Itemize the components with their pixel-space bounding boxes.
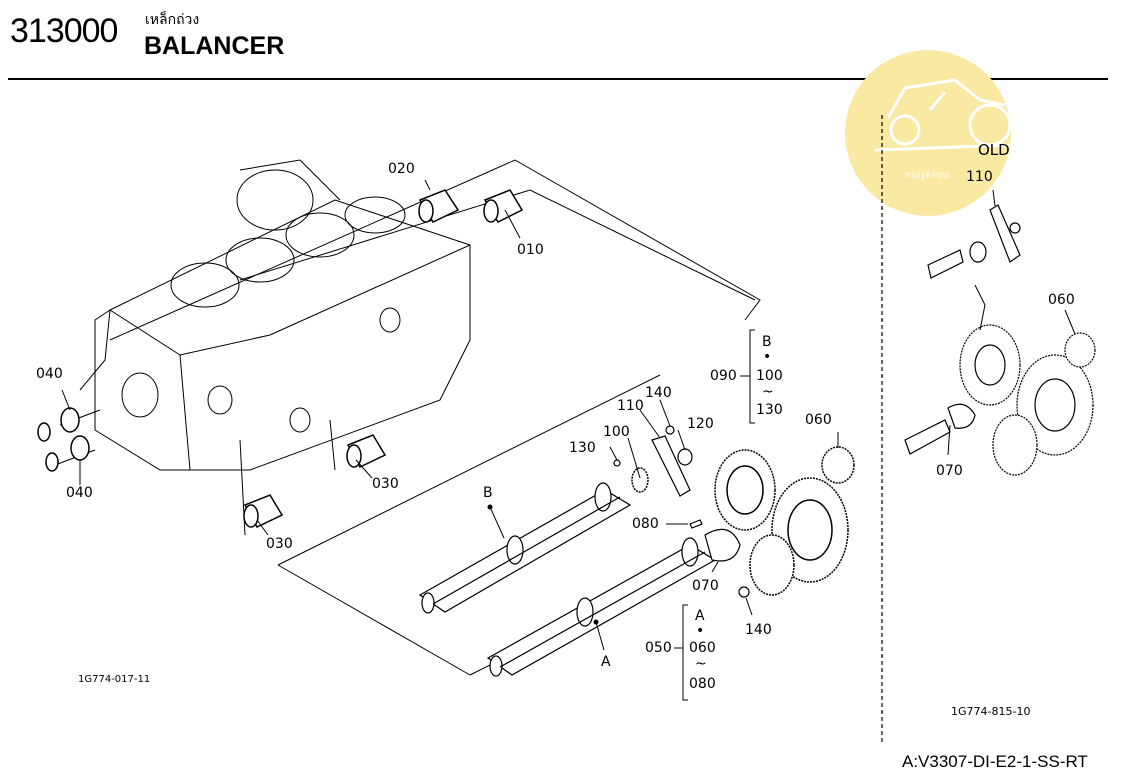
bushings-010-020	[243, 189, 524, 528]
old-diagram-id: 1G774-815-10	[951, 705, 1031, 718]
part-label-050: 050	[645, 640, 672, 656]
part-label-140: 140	[645, 385, 672, 401]
balancer-shaft-a	[486, 537, 717, 677]
engine-block	[79, 159, 471, 536]
group-090-mid: 100	[756, 368, 783, 384]
part-label-120: 120	[687, 416, 714, 432]
seals-040	[37, 407, 90, 472]
part-label-100: 100	[603, 424, 630, 440]
part-label-040: 040	[66, 485, 93, 501]
group-050-tilde: ~	[695, 656, 707, 672]
part-label-030: 030	[372, 476, 399, 492]
main-diagram-id: 1G774-017-11	[78, 674, 151, 685]
section-title: BALANCER	[144, 32, 285, 60]
part-label-070: 070	[692, 578, 719, 594]
leader-lines	[61, 179, 839, 701]
group-050-bot: 080	[689, 676, 716, 692]
old-section-label: OLD	[978, 141, 1010, 159]
section-code: 313000	[10, 12, 118, 50]
group-090-dot: •	[763, 349, 772, 365]
part-label-020: 020	[388, 161, 415, 177]
small-parts	[613, 425, 750, 598]
watermark-logo: maykeeo	[845, 50, 1012, 216]
group-050-dot: •	[696, 623, 705, 639]
part-label-110: 110	[617, 398, 644, 414]
old-part-label-060: 060	[1048, 292, 1075, 308]
group-050-mid: 060	[689, 640, 716, 656]
gears-main	[631, 446, 855, 596]
old-section-parts	[904, 204, 1096, 476]
part-label-030: 030	[266, 536, 293, 552]
old-part-label-070: 070	[936, 463, 963, 479]
part-label-080: 080	[632, 516, 659, 532]
old-part-label-110: 110	[966, 169, 993, 185]
shaft-label-b: B	[483, 485, 493, 501]
header-divider	[8, 78, 1108, 80]
group-090-top: B	[762, 334, 772, 350]
part-label-140: 140	[745, 622, 772, 638]
part-label-010: 010	[517, 242, 544, 258]
part-label-040: 040	[36, 366, 63, 382]
group-090-bot: 130	[756, 402, 783, 418]
part-label-130: 130	[569, 440, 596, 456]
assembly-frame	[54, 159, 761, 676]
section-thai-name: เหล็กถ่วง	[145, 12, 200, 28]
footer-model-code: A:V3307-DI-E2-1-SS-RT	[902, 752, 1088, 771]
old-leader-lines	[947, 189, 1076, 456]
shaft-label-a: A	[601, 654, 611, 670]
part-label-060: 060	[805, 412, 832, 428]
watermark-text: maykeeo	[905, 170, 950, 181]
group-090-tilde: ~	[762, 384, 774, 400]
group-050-top: A	[695, 608, 705, 624]
balancer-shaft-b	[418, 482, 632, 614]
part-label-090: 090	[710, 368, 737, 384]
